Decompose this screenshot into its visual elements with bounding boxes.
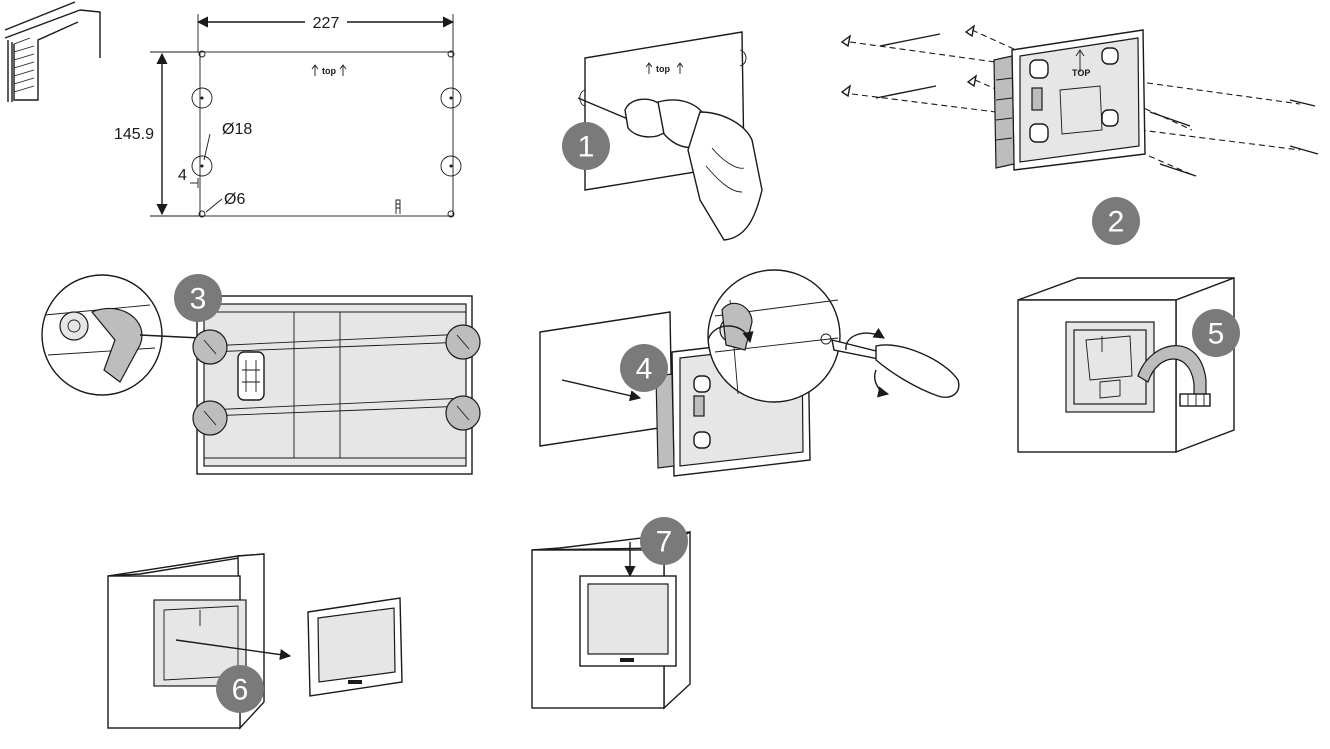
step-2-badge: 2 (1092, 197, 1140, 245)
step-1-badge: 1 (562, 122, 610, 170)
large-hole-label: Ø18 (222, 121, 252, 138)
step-1-number: 1 (578, 131, 595, 164)
step-2-box-fixing: TOP (840, 24, 1319, 177)
step-6-display-insert (107, 553, 403, 730)
step-6-badge: 6 (216, 665, 264, 713)
template-top-marker: top (322, 66, 336, 76)
step-5-badge: 5 (1192, 309, 1240, 357)
step-4-badge: 4 (620, 344, 668, 392)
wall-profile-detail (4, 1, 101, 102)
step-5-wiring (1017, 276, 1235, 454)
width-dimension: 227 (313, 15, 340, 32)
step-6-number: 6 (232, 674, 249, 707)
step-5-number: 5 (1208, 318, 1225, 351)
step-4-number: 4 (636, 353, 653, 386)
offset-label: 4 (178, 167, 187, 184)
step-7-badge: 7 (640, 517, 688, 565)
mounting-template-drawing: 227 145.9 Ø18 4 Ø6 top (110, 12, 462, 218)
step-1-drilling: top (577, 31, 763, 241)
step-3-box-back (41, 274, 481, 475)
step-4-box-insert (539, 269, 960, 477)
step-3-number: 3 (190, 283, 207, 316)
step-7-number: 7 (656, 526, 673, 559)
step-2-number: 2 (1108, 206, 1125, 239)
plate-top-marker: top (656, 64, 670, 74)
step-3-badge: 3 (174, 274, 222, 322)
box-top-marker: TOP (1072, 68, 1090, 78)
small-hole-label: Ø6 (224, 191, 245, 208)
height-dimension: 145.9 (114, 126, 154, 143)
step-7-display-mounted (531, 530, 691, 710)
